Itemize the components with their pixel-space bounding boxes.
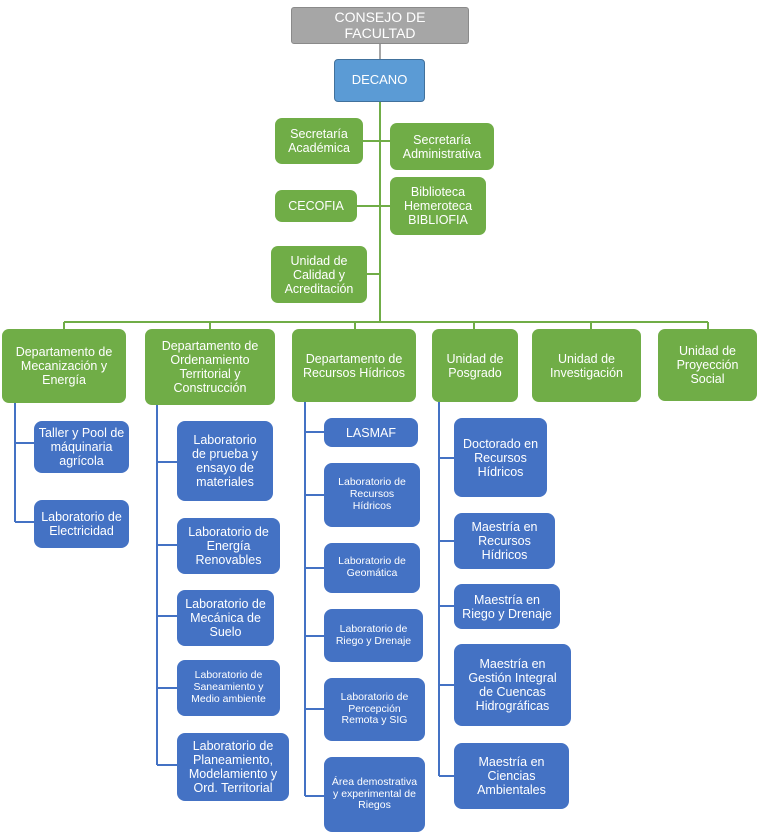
program-node: Maestría en Gestión Integral de Cuencas … — [454, 644, 571, 726]
lab-node: Laboratorio de Electricidad — [34, 500, 129, 548]
lab-node: Laboratorio de Riego y Drenaje — [324, 609, 423, 662]
lab-node: Laboratorio de Mecánica de Suelo — [177, 590, 274, 646]
program-node: Maestría en Recursos Hídricos — [454, 513, 555, 569]
lab-node: Laboratorio de Energía Renovables — [177, 518, 280, 574]
council-node: CONSEJO DE FACULTAD — [291, 7, 469, 44]
lab-node: Laboratorio de Geomática — [324, 543, 420, 593]
lab-node: LASMAF — [324, 418, 418, 447]
unit-water: Departamento de Recursos Hídricos — [292, 329, 416, 402]
lab-node: Laboratorio de Planeamiento, Modelamient… — [177, 733, 289, 801]
unit-postgrad: Unidad de Posgrado — [432, 329, 518, 402]
program-node: Doctorado en Recursos Hídricos — [454, 418, 547, 497]
program-node: Maestría en Ciencias Ambientales — [454, 743, 569, 809]
unit-territorial: Departamento de Ordenamiento Territorial… — [145, 329, 275, 405]
unit-outreach: Unidad de Proyección Social — [658, 329, 757, 401]
cecofia-node: CECOFIA — [275, 190, 357, 222]
library-node: Biblioteca Hemeroteca BIBLIOFIA — [390, 177, 486, 235]
lab-node: Área demostrativa y experimental de Rieg… — [324, 757, 425, 832]
academic-secretary-node: Secretaría Académica — [275, 118, 363, 164]
unit-research: Unidad de Investigación — [532, 329, 641, 402]
quality-unit-node: Unidad de Calidad y Acreditación — [271, 246, 367, 303]
dean-node: DECANO — [334, 59, 425, 102]
lab-node: Laboratorio de Recursos Hídricos — [324, 463, 420, 527]
unit-mechanization: Departamento de Mecanización y Energía — [2, 329, 126, 403]
lab-node: Laboratorio de prueba y ensayo de materi… — [177, 421, 273, 501]
lab-node: Laboratorio de Saneamiento y Medio ambie… — [177, 660, 280, 716]
admin-secretary-node: Secretaría Administrativa — [390, 123, 494, 170]
program-node: Maestría en Riego y Drenaje — [454, 584, 560, 629]
lab-node: Laboratorio de Percepción Remota y SIG — [324, 678, 425, 741]
lab-node: Taller y Pool de máquinaria agrícola — [34, 421, 129, 473]
